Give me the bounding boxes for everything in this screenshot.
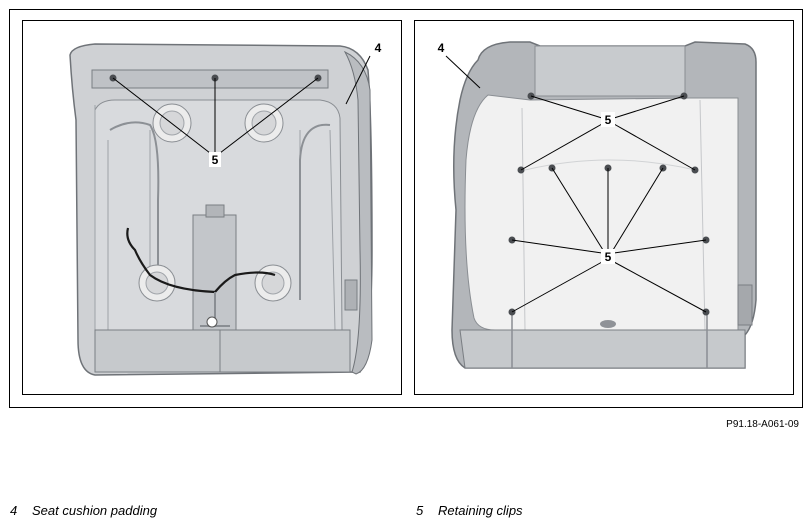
left-callout-5: 5 — [212, 153, 219, 167]
legend-text: Seat cushion padding — [32, 503, 158, 518]
legend-number: 4 — [10, 503, 18, 518]
left-leader-lines — [112, 55, 371, 154]
legend-item-4: 4 Seat cushion padding — [10, 503, 157, 518]
right-callout-4: 4 — [438, 41, 445, 55]
right-callout-5-top: 5 — [605, 113, 612, 127]
left-callout-4: 4 — [375, 41, 382, 55]
left-seat-underside — [69, 43, 373, 376]
legend-item-5: 5 Retaining clips — [416, 503, 523, 518]
legend-text: Retaining clips — [438, 503, 523, 518]
figure-reference: P91.18-A061-09 — [726, 419, 799, 430]
legend-number: 5 — [416, 503, 424, 518]
right-callout-5-bottom: 5 — [605, 250, 612, 264]
right-cushion-padding — [451, 41, 757, 369]
right-leader-lines — [445, 55, 707, 313]
